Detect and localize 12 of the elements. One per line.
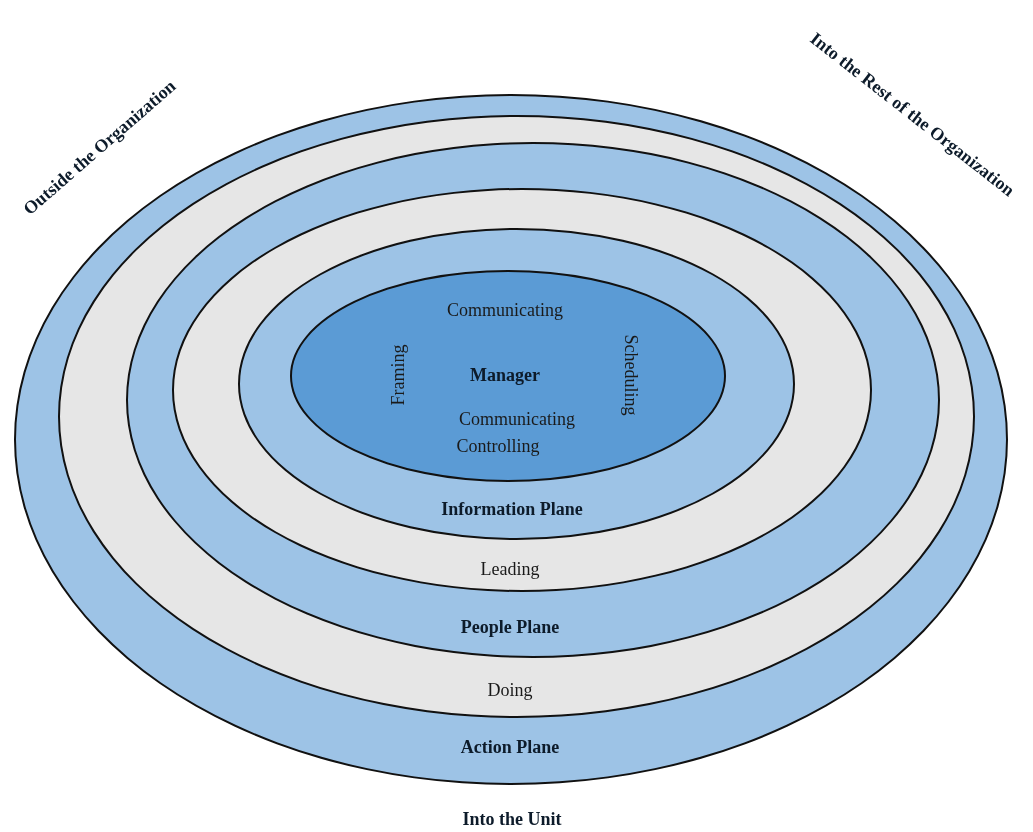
activity-label: Communicating [447,301,563,321]
activity-label: Doing [487,681,533,701]
activity-label: Leading [480,560,540,580]
activity-label: Framing [389,344,409,406]
plane-label: Information Plane [441,500,583,520]
plane-label: Action Plane [460,738,560,758]
center-label: Manager [470,366,540,386]
plane-label: People Plane [460,618,560,638]
activity-label: Communicating [459,410,575,430]
activity-label: Controlling [456,437,540,457]
direction-label: Into the Unit [462,810,562,830]
activity-label: Scheduling [620,334,640,416]
